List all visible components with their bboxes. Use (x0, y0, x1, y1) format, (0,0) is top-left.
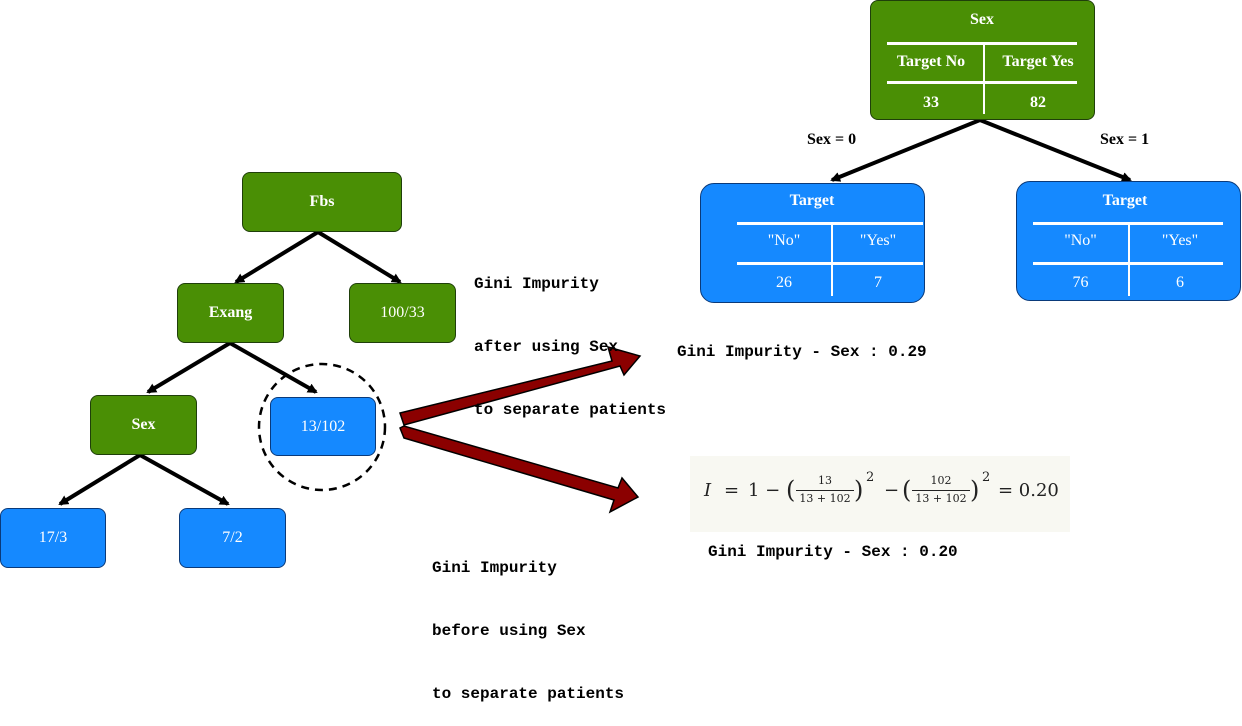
formula-fraction-bar-1 (796, 490, 854, 491)
split-node-right-val1: 76 (1072, 274, 1089, 291)
split-node-sex-title: Sex (970, 11, 994, 28)
split-node-sex-val2: 82 (1030, 94, 1046, 111)
formula-paren-1: ( (786, 476, 796, 504)
formula-num2: 102 (930, 474, 952, 487)
arrow-to-before (399, 425, 640, 514)
split-node-right-divider (1128, 224, 1130, 296)
edge-exang-13-102 (229, 341, 318, 394)
annotation-after-line2: after using Sex (474, 338, 619, 356)
formula-num1: 13 (818, 474, 832, 487)
annotation-after: Gini Impurity after using Sex to separat… (474, 232, 666, 442)
node-13-102: 13/102 (270, 397, 376, 456)
annotation-before-line3: to separate patients (432, 685, 625, 703)
annotation-after-line1: Gini Impurity (474, 275, 599, 293)
annotation-after-line3: to separate patients (474, 401, 667, 419)
annotation-before-line2: before using Sex (432, 622, 586, 640)
formula-one: 1 − (748, 480, 781, 501)
formula-eq: = (724, 480, 740, 501)
annotation-before-line1: Gini Impurity (432, 559, 557, 577)
formula-paren-2: ( (902, 476, 912, 504)
edge-split-right (979, 118, 1132, 182)
formula-den1: 13 + 102 (799, 492, 851, 505)
split-node-sex-divider (983, 44, 985, 114)
formula-paren-1-close: ) (854, 476, 864, 504)
split-node-left-divider (831, 224, 833, 296)
formula-exp-1: 2 (866, 470, 875, 485)
edge-fbs-100-33 (316, 230, 402, 284)
edge-split-left (830, 118, 981, 182)
split-node-sex-line-top (887, 42, 1077, 45)
split-node-left-val1: 26 (776, 274, 792, 291)
split-node-sex-line-mid (887, 81, 1077, 84)
gini-formula: I = 1 − ( 13 13 + 102 ) 2 − ( 102 13 + 1… (690, 456, 1070, 532)
split-node-left-line-top (737, 222, 923, 225)
split-node-left-title: Target (789, 192, 835, 209)
arrow-to-after (399, 345, 642, 426)
formula-paren-2-close: ) (970, 476, 980, 504)
split-node-right-line-top (1033, 222, 1223, 225)
formula-result: = 0.20 (998, 480, 1059, 501)
split-node-right-col1: "No" (1064, 232, 1097, 249)
split-node-sex-val1: 33 (923, 94, 939, 111)
split-node-sex-col2: Target Yes (1002, 53, 1074, 70)
formula-den2: 13 + 102 (915, 492, 967, 505)
edge-label-sex-0: Sex = 0 (807, 131, 857, 148)
split-node-sex-col1: Target No (896, 53, 966, 70)
split-node-right-line-mid (1033, 262, 1223, 265)
diagram-edges (58, 118, 1132, 514)
split-node-right-title: Target (1102, 192, 1148, 209)
node-fbs: Fbs (242, 172, 402, 232)
edge-exang-sex (146, 341, 232, 394)
node-sex: Sex (90, 395, 197, 455)
split-node-left-line-mid (737, 262, 923, 265)
formula-exp-2: 2 (982, 470, 991, 485)
split-node-left: Target "No" "Yes" 26 7 (700, 183, 925, 303)
node-exang: Exang (177, 283, 284, 343)
node-7-2: 7/2 (179, 508, 286, 568)
split-node-left-val2: 7 (874, 274, 882, 291)
split-node-right: Target "No" "Yes" 76 6 (1016, 181, 1241, 301)
edge-sex-17-3 (58, 453, 142, 506)
node-100-33: 100/33 (349, 283, 456, 343)
gini-before-label: Gini Impurity - Sex : 0.20 (708, 543, 958, 561)
gini-after-label: Gini Impurity - Sex : 0.29 (677, 343, 927, 361)
formula-var: I (704, 480, 712, 501)
edge-sex-7-2 (139, 453, 230, 506)
formula-minus: − (884, 480, 900, 501)
node-17-3: 17/3 (0, 508, 106, 568)
edge-label-sex-1: Sex = 1 (1100, 131, 1150, 148)
highlight-circle (257, 362, 387, 492)
edge-fbs-exang (234, 230, 320, 284)
split-node-sex: Sex Target No Target Yes 33 82 (870, 0, 1095, 120)
formula-fraction-bar-2 (912, 490, 970, 491)
split-node-right-col2: "Yes" (1161, 232, 1199, 249)
split-node-left-col1: "No" (767, 232, 801, 249)
split-node-left-col2: "Yes" (859, 232, 897, 249)
split-node-right-val2: 6 (1176, 274, 1184, 291)
annotation-before: Gini Impurity before using Sex to separa… (432, 516, 624, 726)
